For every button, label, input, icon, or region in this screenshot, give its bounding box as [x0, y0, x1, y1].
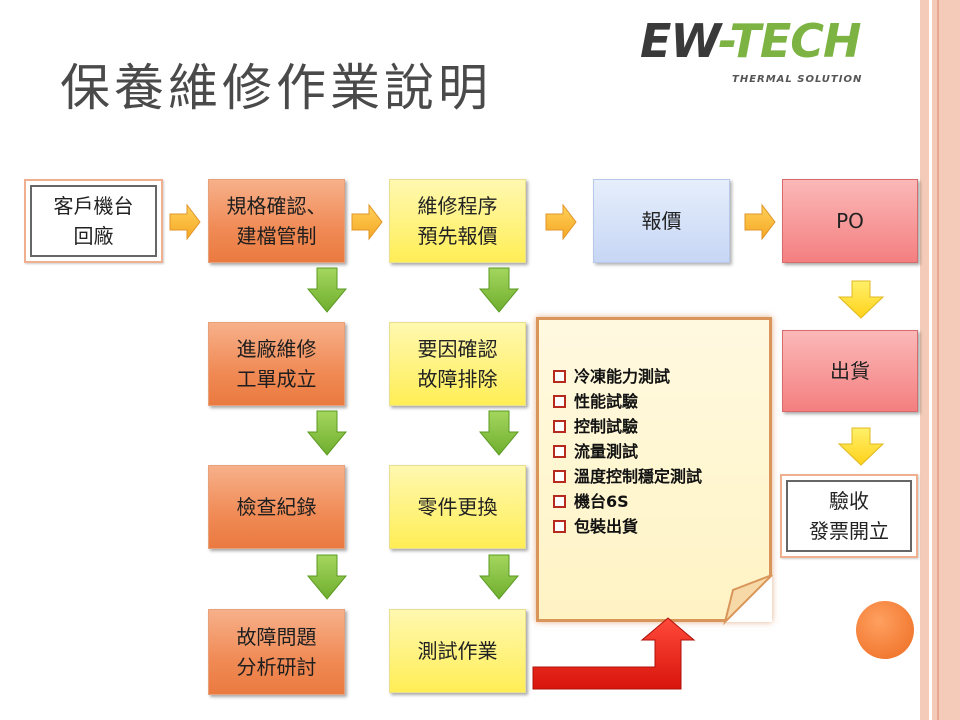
right-border-stripe [920, 0, 960, 720]
arrow-right-icon [545, 203, 577, 241]
test-work-box: 測試作業 [389, 609, 526, 693]
right-border-line [929, 0, 932, 720]
slide-title: 保養維修作業說明 [60, 59, 492, 117]
work-order-box: 進廠維修 工單成立 [208, 322, 345, 406]
arrow-down-icon [478, 410, 520, 456]
checklist-item: 性能試驗 [553, 389, 702, 414]
checklist-item: 包裝出貨 [553, 514, 702, 539]
parts-replace-box: 零件更換 [389, 465, 526, 549]
checkbox-icon [553, 395, 566, 408]
arrow-down-icon [306, 267, 348, 313]
customer-return-label: 客戶機台 回廠 [53, 194, 134, 248]
checkbox-icon [553, 420, 566, 433]
checklist-item: 控制試驗 [553, 414, 702, 439]
checklist-item: 機台6S [553, 489, 702, 514]
checklist-item: 溫度控制穩定測試 [553, 464, 702, 489]
arrow-down-icon [306, 554, 348, 600]
decorative-circle [856, 601, 914, 659]
checkbox-icon [553, 445, 566, 458]
customer-return-box: 客戶機台 回廠 [24, 179, 163, 263]
arrow-up-elbow-icon [532, 617, 696, 690]
arrow-down-icon [306, 410, 348, 456]
right-border-line-thin [937, 0, 939, 720]
shipment-box: 出貨 [782, 330, 918, 412]
logo-tagline: THERMAL SOLUTION [732, 74, 863, 85]
arrow-right-icon [169, 203, 201, 241]
checkbox-icon [553, 495, 566, 508]
logo-wordmark: EW-TECH [640, 14, 862, 68]
repair-quote-box: 維修程序 預先報價 [389, 179, 526, 263]
arrow-right-icon [744, 203, 776, 241]
arrow-down-icon [837, 280, 885, 319]
acceptance-box: 驗收 發票開立 [780, 474, 918, 558]
arrow-down-icon [478, 267, 520, 313]
checklist-item: 流量測試 [553, 439, 702, 464]
spec-confirm-box: 規格確認、 建檔管制 [208, 179, 345, 263]
cause-confirm-box: 要因確認 故障排除 [389, 322, 526, 406]
checkbox-icon [553, 520, 566, 533]
note-fold-icon [723, 574, 773, 626]
arrow-right-icon [351, 203, 383, 241]
test-checklist-note: 冷凍能力測試 性能試驗 控制試驗 流量測試 溫度控制穩定測試 機台6S 包裝出貨 [536, 317, 772, 622]
arrow-down-icon [478, 554, 520, 600]
checkbox-icon [553, 370, 566, 383]
checkbox-icon [553, 470, 566, 483]
checklist-item: 冷凍能力測試 [553, 364, 702, 389]
inspection-record-box: 檢查紀錄 [208, 465, 345, 549]
po-box: PO [782, 179, 918, 263]
ew-tech-logo: EW-TECH THERMAL SOLUTION [640, 14, 870, 94]
quote-box: 報價 [593, 179, 730, 263]
acceptance-label: 驗收 發票開立 [809, 489, 889, 543]
checklist: 冷凍能力測試 性能試驗 控制試驗 流量測試 溫度控制穩定測試 機台6S 包裝出貨 [553, 364, 702, 539]
fault-analysis-box: 故障問題 分析研討 [208, 609, 345, 695]
arrow-down-icon [837, 427, 885, 466]
